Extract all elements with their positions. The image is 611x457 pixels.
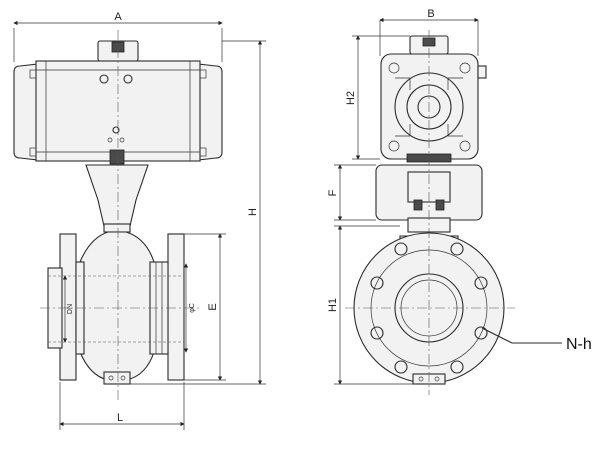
bracket [85, 164, 149, 233]
label-b: B [427, 8, 434, 20]
label-dn: DN [67, 304, 74, 314]
dimension-l: L [59, 382, 185, 430]
label-l: L [117, 412, 123, 424]
label-h: H [247, 208, 259, 216]
dimension-h: H [130, 40, 266, 385]
valve-body [47, 231, 185, 385]
label-f: F [327, 189, 339, 196]
dimension-e: E [184, 233, 226, 381]
dimension-h2: H2 [345, 35, 410, 160]
label-a: A [114, 11, 122, 23]
front-view: A [13, 11, 266, 430]
label-n-h: N-h [566, 336, 592, 353]
dimension-a: A [13, 11, 223, 62]
label-phic: φC [189, 303, 196, 313]
label-e: E [207, 303, 219, 310]
side-view: B [327, 8, 592, 395]
dimension-dn: DN [62, 275, 74, 343]
dimension-b: B [379, 8, 479, 56]
dimension-h1: H1 [327, 225, 413, 385]
label-h2: H2 [345, 91, 357, 105]
dimension-f: F [327, 164, 376, 221]
label-h1: H1 [327, 298, 339, 312]
dimension-phic: φC [183, 263, 196, 353]
actuator-end-view [380, 35, 487, 163]
callout-n-h: N-h [481, 327, 592, 353]
